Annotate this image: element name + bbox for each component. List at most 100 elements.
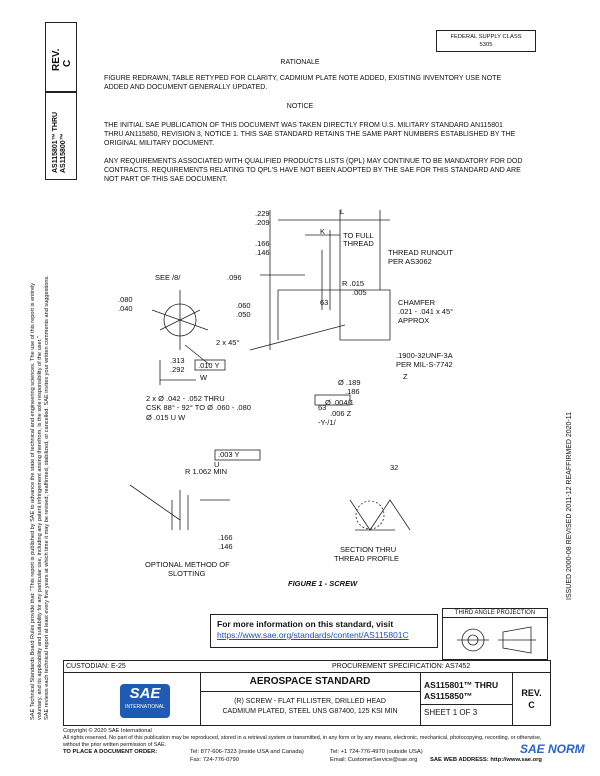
thread-runout-1: THREAD RUNOUT [388,248,453,257]
doc-number-top-line2: AS115800™ [60,133,67,173]
left-margin-line2: voluntary, and its applicability and sui… [37,336,43,720]
sae-logo-text: SAE [129,685,161,702]
rationale-text: FIGURE REDRAWN, TABLE RETYPED FOR CLARIT… [104,75,502,91]
dim-209: .209 [255,218,270,227]
dim-166b: .166 [218,533,233,542]
sheet-number: SHEET 1 OF 3 [424,708,478,717]
rev-value-top: C [62,59,73,67]
thread-spec-2: PER MIL-S-7742 [396,360,453,369]
left-margin-line1: SAE Technical Standards Board Rules prov… [30,282,36,720]
rev-box-top: REV. C [45,22,77,92]
notice-heading: NOTICE [286,103,314,110]
sae-logo-sub: INTERNATIONAL [125,704,165,710]
chamfer-2: .021 - .041 x 45° [398,307,453,316]
dim-080: .080 [118,295,133,304]
section-2: THREAD PROFILE [334,554,399,563]
dim-040: .040 [118,304,133,313]
sae-logo: SAE INTERNATIONAL [120,684,170,718]
third-angle-symbol [457,626,536,654]
left-margin-line3: SAE reviews each technical report at lea… [44,275,50,720]
r-1062: R 1.062 MIN [185,467,227,476]
footer-rights: All rights reserved. No part of this pub… [63,735,542,748]
to-full-thread-2: THREAD [343,239,374,248]
custodian: CUSTODIAN: E-25 [66,663,126,670]
dia-186: .186 [345,387,360,396]
dim-166: .166 [255,239,270,248]
dim-229: .229 [255,209,270,218]
datum-W: W [200,373,208,382]
description-line1: (R) SCREW - FLAT FILLISTER, DRILLED HEAD [234,698,386,705]
doc-number-top-line1: AS115801™ THRU [52,111,59,173]
footer-tel2: Tel: +1 724-776-4970 (outside USA) [330,749,423,755]
tol-006: .006 Z [330,409,352,418]
angle-63b: 63 [318,403,326,412]
hole-1: 2 x Ø .042 - .052 THRU [146,394,225,403]
hole-2: CSK 88° - 92° TO Ø .060 - .080 [146,403,251,412]
angle-63a: 63 [320,298,328,307]
title-block [63,660,551,726]
dia-189: Ø .189 [338,378,361,387]
dim-096: .096 [227,273,242,282]
notice-para1: THE INITIAL SAE PUBLICATION OF THIS DOCU… [104,122,516,147]
dim-146b: .146 [218,542,233,551]
info-box-url[interactable]: https://www.sae.org/standards/content/AS… [217,630,409,640]
r-005: .005 [352,288,367,297]
procurement-spec: PROCUREMENT SPECIFICATION: AS7452 [332,663,471,670]
info-box: For more information on this standard, v… [210,614,438,648]
optional-1: OPTIONAL METHOD OF [145,560,230,569]
tol-004: Ø .004/1 [325,398,354,407]
footer-tel: Tel: 877-606-7323 (inside USA and Canada… [190,749,304,755]
chamfer-1: CHAMFER [398,298,436,307]
fsc-value: 5305 [479,42,493,48]
notice-para2: ANY REQUIREMENTS ASSOCIATED WITH QUALIFI… [104,158,523,183]
dim-313: .313 [170,356,185,365]
chamfer-3: APPROX [398,316,429,325]
datum-Z: Z [403,372,408,381]
third-angle-label: THIRD ANGLE PROJECTION [443,609,547,618]
info-box-title: For more information on this standard, v… [217,619,394,629]
footer-web: SAE WEB ADDRESS: http://www.sae.org [430,757,542,763]
figure-drawing: .229 .209 L K TO FULL THREAD .166 .146 T… [118,207,453,588]
rev-label-bottom: REV. [521,688,542,698]
angle-32: 32 [390,463,398,472]
to-full-thread-1: TO FULL [343,231,374,240]
datum-Y1: -Y-/1/ [318,418,337,427]
doc-number-box-top: AS115801™ THRU AS115800™ [45,92,77,180]
doc-number-line2: AS115850™ [424,691,473,701]
screw-body-outline [277,289,391,340]
dim-146: .146 [255,248,270,257]
see-8: SEE /8/ [155,273,181,282]
rev-label-top: REV. [51,48,62,71]
third-angle-box: THIRD ANGLE PROJECTION [442,608,548,660]
dim-L: L [340,207,344,216]
fsc-label: FEDERAL SUPPLY CLASS [450,34,522,40]
footer-copyright: Copyright © 2020 SAE International [63,728,152,734]
footer-email: Email: CustomerService@sae.org [330,757,418,763]
thread-spec-1: .1900-32UNF-3A [396,351,453,360]
standard-heading: AEROSPACE STANDARD [249,676,371,687]
thread-runout-2: PER AS3062 [388,257,432,266]
hole-3: Ø .015 U W [146,413,186,422]
two-x-45: 2 x 45° [216,338,239,347]
sae-norm-watermark: SAE NORM [520,742,585,756]
optional-2: SLOTTING [168,569,206,578]
datum-U: U [214,460,219,469]
tol-003: .003 Y [218,450,240,459]
footer-order-label: TO PLACE A DOCUMENT ORDER: [63,749,158,755]
rationale-heading: RATIONALE [280,59,320,66]
dim-292: .292 [170,365,185,374]
left-margin-text: SAE Technical Standards Board Rules prov… [30,180,51,720]
revision-dates: ISSUED 2000-08 REVISED 2011-12 REAFFIRME… [566,411,573,600]
tol-010-W: .010 Y [198,361,220,370]
dim-060: .060 [236,301,251,310]
figure-caption: FIGURE 1 - SCREW [288,579,358,588]
section-1: SECTION THRU [340,545,396,554]
federal-supply-class-box: FEDERAL SUPPLY CLASS 5305 [436,30,536,52]
dim-050: .050 [236,310,251,319]
footer-fax: Fax: 724-776-0790 [190,757,239,763]
description-line2: CADMIUM PLATED, STEEL UNS G87400, 125 KS… [222,708,398,715]
doc-number-line1: AS115801™ THRU [424,680,499,690]
rev-value-bottom: C [528,700,535,710]
r-015: R .015 [342,279,364,288]
dim-K: K [320,227,325,236]
